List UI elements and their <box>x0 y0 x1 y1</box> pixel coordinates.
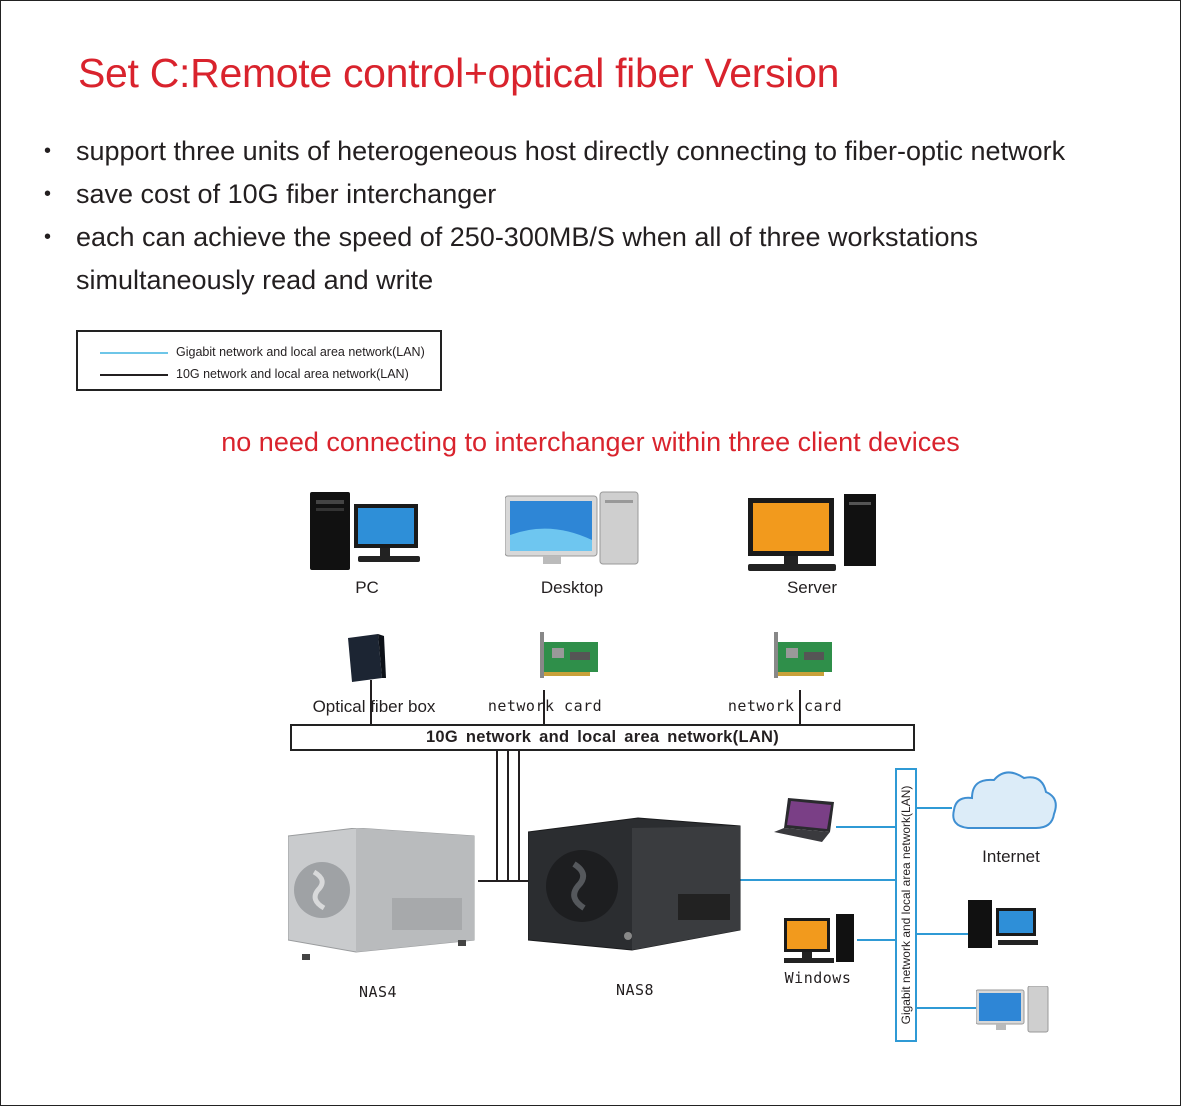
network-card-icon <box>540 632 598 678</box>
legend-10g: 10G network and local area network(LAN) <box>100 367 409 385</box>
laptop-icon <box>774 798 834 842</box>
feature-item-continuation: simultaneously read and write <box>76 265 434 295</box>
windows-pc-icon <box>784 914 854 963</box>
legend-10g-swatch <box>100 373 168 376</box>
feature-item: •each can achieve the speed of 250-300MB… <box>44 216 1164 259</box>
fiber-box-icon <box>348 634 386 682</box>
feature-item: •support three units of heterogeneous ho… <box>44 130 1164 173</box>
cloud-icon <box>952 771 1057 829</box>
pc-label: PC <box>355 578 379 597</box>
bullet-icon: • <box>44 183 52 205</box>
desktop-label: Desktop <box>540 578 604 597</box>
desktop-icon <box>976 986 1049 1033</box>
page-title: Set C:Remote control+optical fiber Versi… <box>78 50 840 96</box>
nas4-label: NAS4 <box>358 983 398 1001</box>
network-legend: Gigabit network and local area network(L… <box>76 330 442 391</box>
pc-icon <box>968 900 1038 948</box>
desktop-icon <box>505 491 639 565</box>
gigabit-lan-bar: Gigabit network and local area network(L… <box>895 768 917 1042</box>
bullet-icon: • <box>44 140 52 162</box>
pc-icon <box>310 492 420 570</box>
legend-gigabit: Gigabit network and local area network(L… <box>100 345 425 363</box>
server-icon <box>748 494 876 571</box>
network-card-label-1: network card <box>487 697 603 715</box>
network-card-icon <box>774 632 832 678</box>
windows-label: Windows <box>784 969 852 987</box>
feature-list: •support three units of heterogeneous ho… <box>44 130 1164 302</box>
fiber-box-label: Optical fiber box <box>312 697 436 716</box>
server-label: Server <box>786 578 838 597</box>
nas4-icon <box>288 828 475 960</box>
nas8-icon <box>528 817 741 951</box>
feature-item: •save cost of 10G fiber interchanger <box>44 173 1164 216</box>
ten-gig-lan-bar: 10G network and local area network(LAN) <box>290 724 915 751</box>
internet-label: Internet <box>982 847 1040 866</box>
diagram-subtitle: no need connecting to interchanger withi… <box>221 427 960 457</box>
bullet-icon: • <box>44 226 52 248</box>
network-card-label-2: network card <box>727 697 843 715</box>
legend-gigabit-swatch <box>100 351 168 354</box>
nas8-label: NAS8 <box>615 981 655 999</box>
